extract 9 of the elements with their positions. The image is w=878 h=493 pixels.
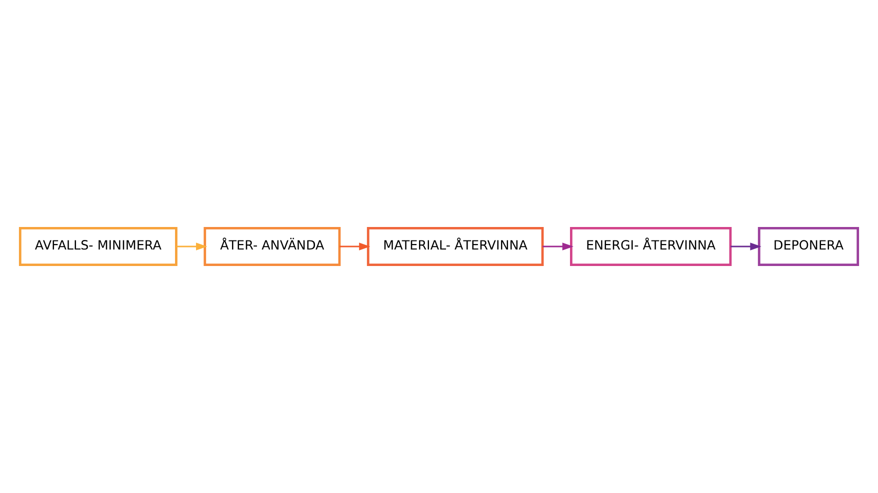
node-box: AVFALLS- MINIMERA — [18, 227, 178, 266]
arrow — [730, 242, 762, 250]
arrow — [176, 242, 208, 250]
node-box: ÅTER- ANVÄNDA — [204, 227, 341, 266]
node-box: MATERIAL- ÅTERVINNA — [366, 227, 544, 266]
arrow — [340, 242, 370, 250]
arrow — [542, 242, 574, 250]
node-box: DEPONERA — [758, 227, 860, 266]
node-box: ENERGI- ÅTERVINNA — [570, 227, 732, 266]
